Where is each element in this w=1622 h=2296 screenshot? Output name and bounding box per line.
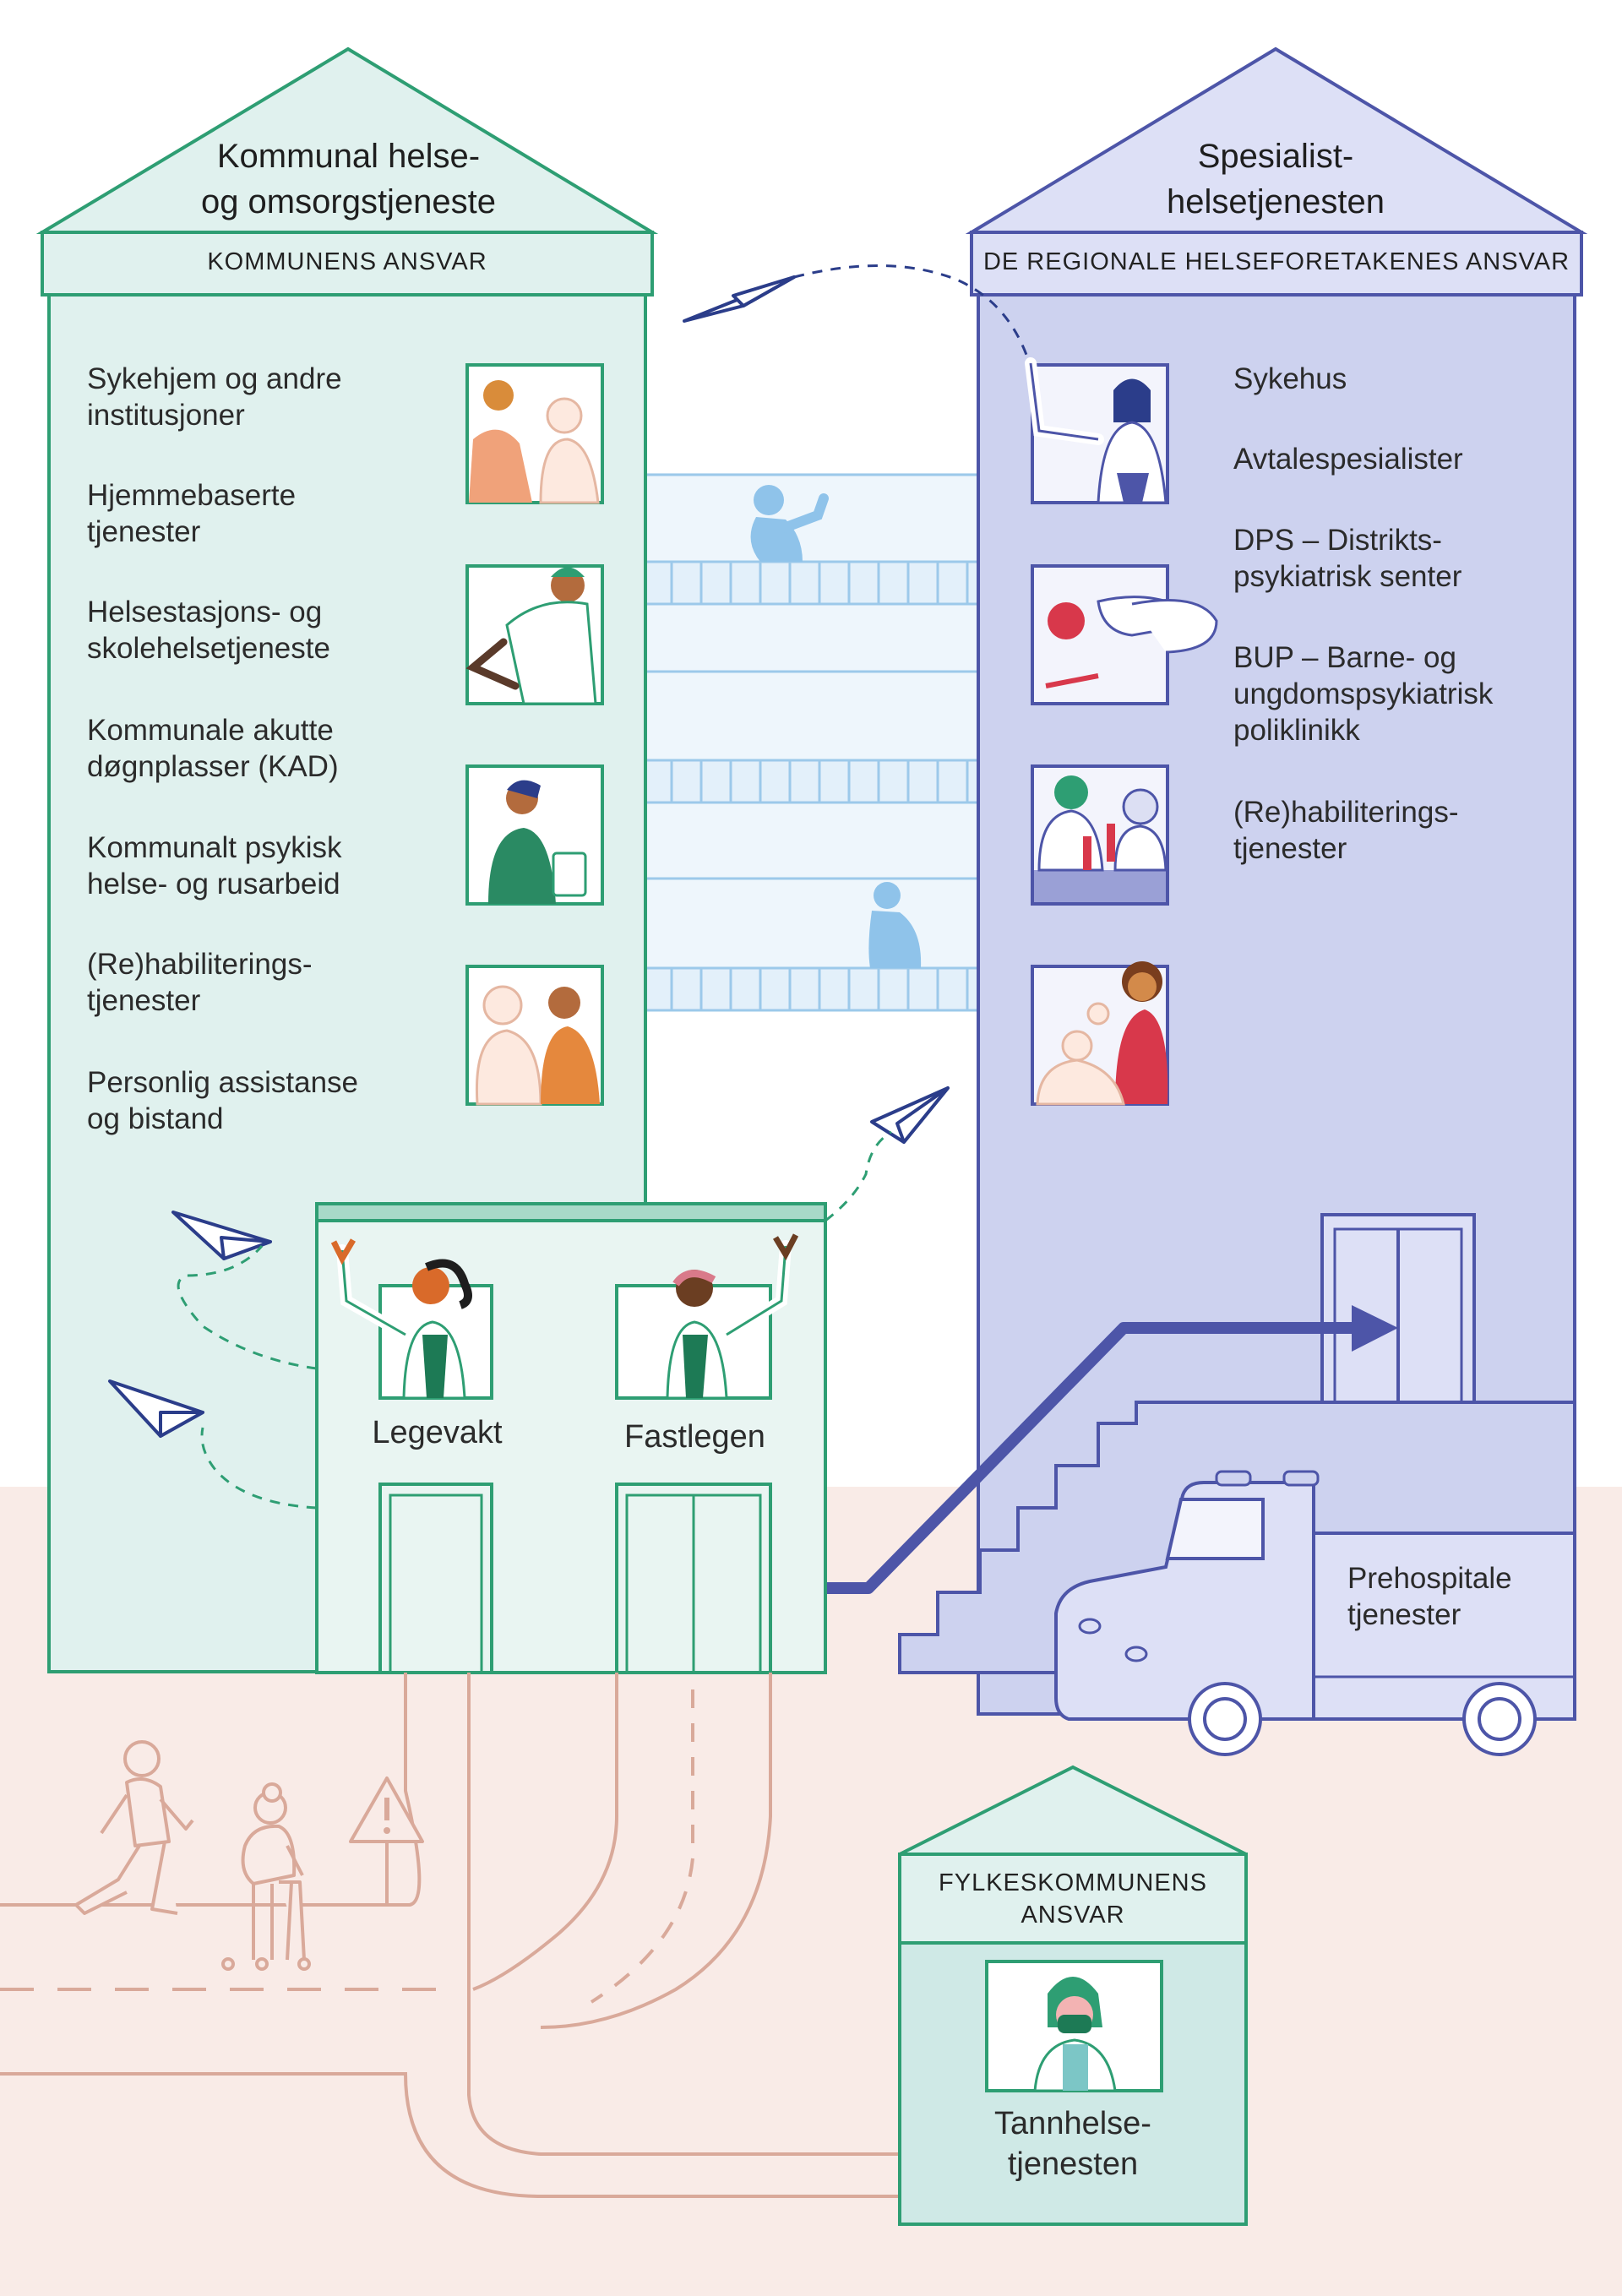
prehospital-label: Prehospitale tjenester [1347, 1562, 1512, 1631]
legevakt-label: Legevakt [372, 1415, 503, 1450]
therapist-speech-icon [1045, 596, 1218, 688]
municipal-item-mental-health: Kommunalt psykisk helse- og rusarbeid [87, 831, 342, 900]
municipal-item-home-services: Hjemmebaserte tjenester [87, 479, 297, 548]
ambulance [1054, 1470, 1576, 1756]
warning-sign-icon [349, 1776, 424, 1905]
specialist-item-rehabilitation: (Re)habiliterings- tjenester [1233, 796, 1459, 865]
lab-researchers-icon [1034, 775, 1168, 902]
legevakt-door [378, 1483, 493, 1674]
specialist-title: Spesialist- helsetjenesten [1081, 133, 1470, 225]
municipal-title: Kommunal helse- og omsorgstjeneste [152, 133, 545, 225]
roads [0, 1673, 900, 2198]
dental-service-label: Tannhelse- tjenesten [994, 2106, 1151, 2182]
specialist-item-hospitals: Sykehus [1233, 362, 1347, 395]
specialist-band: DE REGIONALE HELSEFORETAKENES ANSVAR [982, 248, 1570, 275]
primary-care-building [315, 1202, 827, 1674]
connecting-bridges [640, 473, 982, 1012]
elderly-walker-icon [221, 1782, 311, 1971]
fastlegen-label: Fastlegen [624, 1419, 765, 1455]
specialist-item-contract-specialists: Avtalespesialister [1233, 443, 1463, 476]
paper-plane-trails [177, 264, 1028, 1510]
nurse-and-elder-icon [469, 380, 600, 504]
health-worker-icon [465, 567, 597, 705]
municipal-item-rehabilitation: (Re)habiliterings- tjenester [87, 948, 313, 1017]
municipal-band: KOMMUNENS ANSVAR [207, 248, 487, 275]
specialist-item-dps: DPS – Distrikts- psykiatrisk senter [1233, 524, 1462, 593]
doctor-waving-icon [1025, 357, 1168, 504]
municipal-item-health-stations: Helsestasjons- og skolehelsetjeneste [87, 596, 330, 665]
midwife-and-mother-icon [1036, 961, 1168, 1106]
municipal-item-personal-assistance: Personlig assistanse og bistand [87, 1066, 358, 1135]
nurse-with-tablet-icon [488, 780, 587, 904]
person-icon [868, 882, 922, 968]
person-walking-icon [74, 1740, 194, 1915]
dentist-icon [1033, 1977, 1117, 2092]
municipal-title-line2: og omsorgstjeneste [200, 183, 497, 220]
specialist-building [898, 46, 1588, 1716]
county-building [898, 1765, 1248, 2226]
specialist-item-bup: BUP – Barne- og ungdomspsykiatrisk polik… [1233, 641, 1494, 747]
doctor-legevakt-icon [330, 1238, 472, 1400]
specialist-title-line1: Spesialist- [1197, 138, 1354, 175]
municipal-item-kad: Kommunale akutte døgnplasser (KAD) [87, 714, 339, 783]
caregiver-and-patient-icon [475, 985, 600, 1106]
paper-plane-icon [108, 275, 950, 1438]
person-waving-icon [750, 485, 829, 562]
municipal-title-line1: Kommunal helse- [216, 138, 481, 175]
doctor-fastlegen-icon [666, 1233, 799, 1400]
county-band: FYLKESKOMMUNENS ANSVAR [939, 1869, 1207, 1929]
municipal-item-nursing-homes: Sykehjem og andre institusjoner [87, 362, 342, 432]
specialist-title-line2: helsetjenesten [1167, 183, 1385, 220]
